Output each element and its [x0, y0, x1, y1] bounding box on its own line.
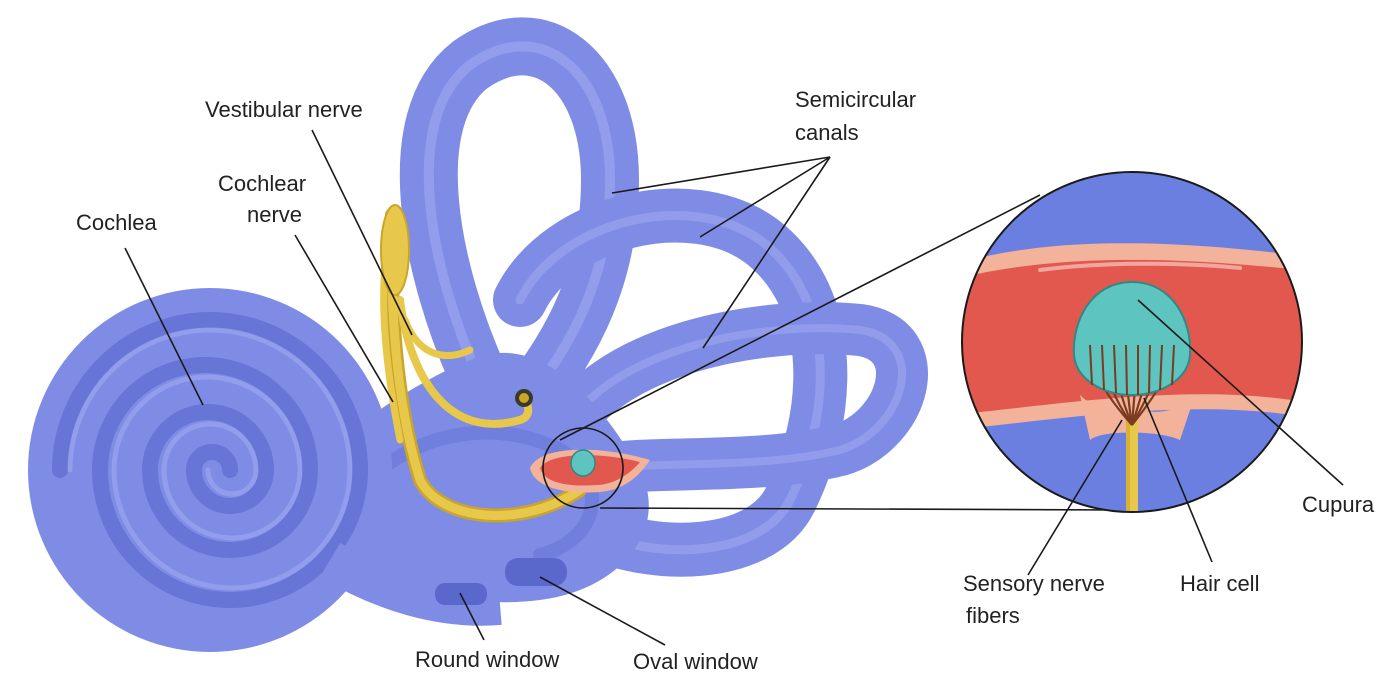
- leader-lines: [124, 129, 1344, 646]
- ampulla-small: [530, 427, 650, 509]
- magnifier-circle-large: [961, 171, 1303, 513]
- zoom-line-bottom: [599, 507, 1121, 511]
- label-round-window: Round window: [415, 647, 559, 672]
- label-sensory-line1: Sensory nerve: [963, 571, 1105, 596]
- label-cupura: Cupura: [1302, 492, 1375, 517]
- nerves: [380, 204, 587, 523]
- zoom-line-top: [559, 194, 1041, 441]
- ampulla-zoom: [961, 171, 1303, 513]
- semicircular-canals: [399, 17, 928, 577]
- label-cochlea: Cochlea: [76, 210, 157, 235]
- label-cochlear-nerve-line2: nerve: [247, 202, 302, 227]
- labels: Vestibular nerve Cochlear nerve Cochlea …: [76, 87, 1375, 674]
- oval-window-shape: [505, 558, 567, 586]
- label-vestibular-nerve: Vestibular nerve: [205, 97, 363, 122]
- label-sensory-line2: fibers: [966, 603, 1020, 628]
- label-semicircular-line1: Semicircular: [795, 87, 916, 112]
- cochlea: [28, 288, 502, 652]
- label-hair-cell: Hair cell: [1180, 571, 1259, 596]
- label-cochlear-nerve-line1: Cochlear: [218, 171, 306, 196]
- label-oval-window: Oval window: [633, 649, 758, 674]
- label-semicircular-line2: canals: [795, 120, 859, 145]
